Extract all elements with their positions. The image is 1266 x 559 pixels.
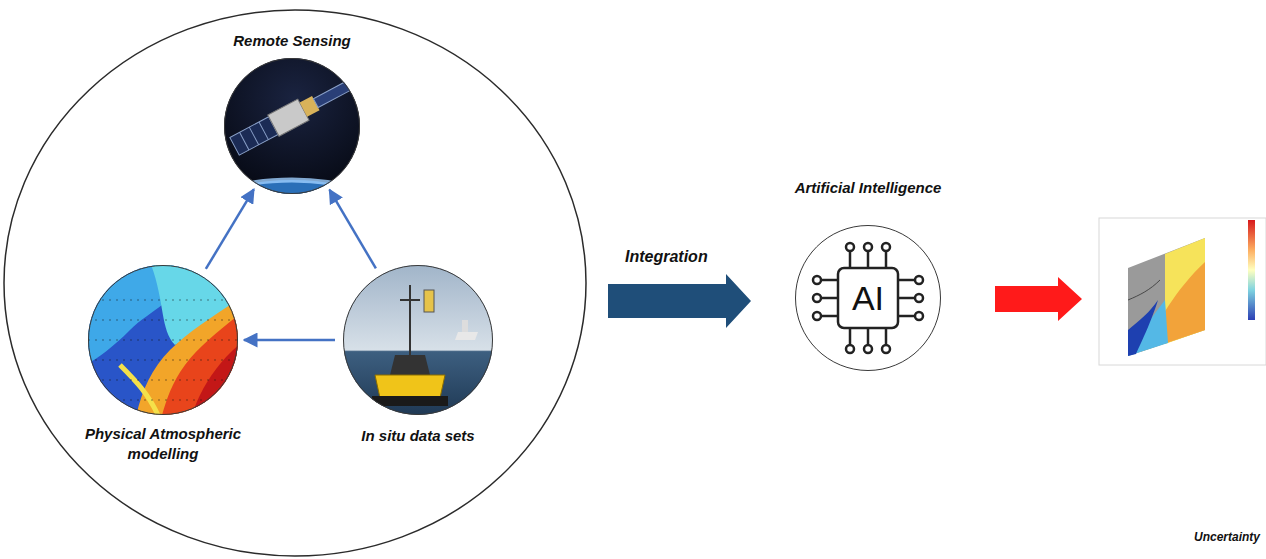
node-heading: Artificial Intelligence [758, 178, 978, 198]
flow-arrow [244, 339, 335, 342]
atmospheric-model-circle: Physical Atmospheric modelling [88, 265, 238, 415]
chip-symbol [813, 243, 923, 353]
node-heading: Physical Atmospheric modelling [68, 424, 258, 465]
flow-arrow [206, 189, 254, 269]
integration-arrow [608, 274, 751, 328]
flow-label: Integration [625, 248, 708, 266]
ai-circle: Artificial IntelligenceAI [795, 225, 941, 371]
node-heading: In situ data sets [318, 426, 518, 446]
remote-sensing-circle: Remote Sensing [224, 58, 360, 194]
chip-label: AI [852, 279, 884, 318]
output-label: Uncertainty [1194, 530, 1260, 544]
model-map-picture [85, 262, 245, 422]
output-arrow [995, 277, 1082, 321]
result-map [1099, 218, 1266, 365]
node-heading: Remote Sensing [192, 31, 392, 51]
in-situ-circle: In situ data sets [343, 265, 493, 415]
buoy-photo [340, 262, 500, 422]
group-outline [4, 10, 586, 556]
flow-arrow [330, 190, 376, 269]
